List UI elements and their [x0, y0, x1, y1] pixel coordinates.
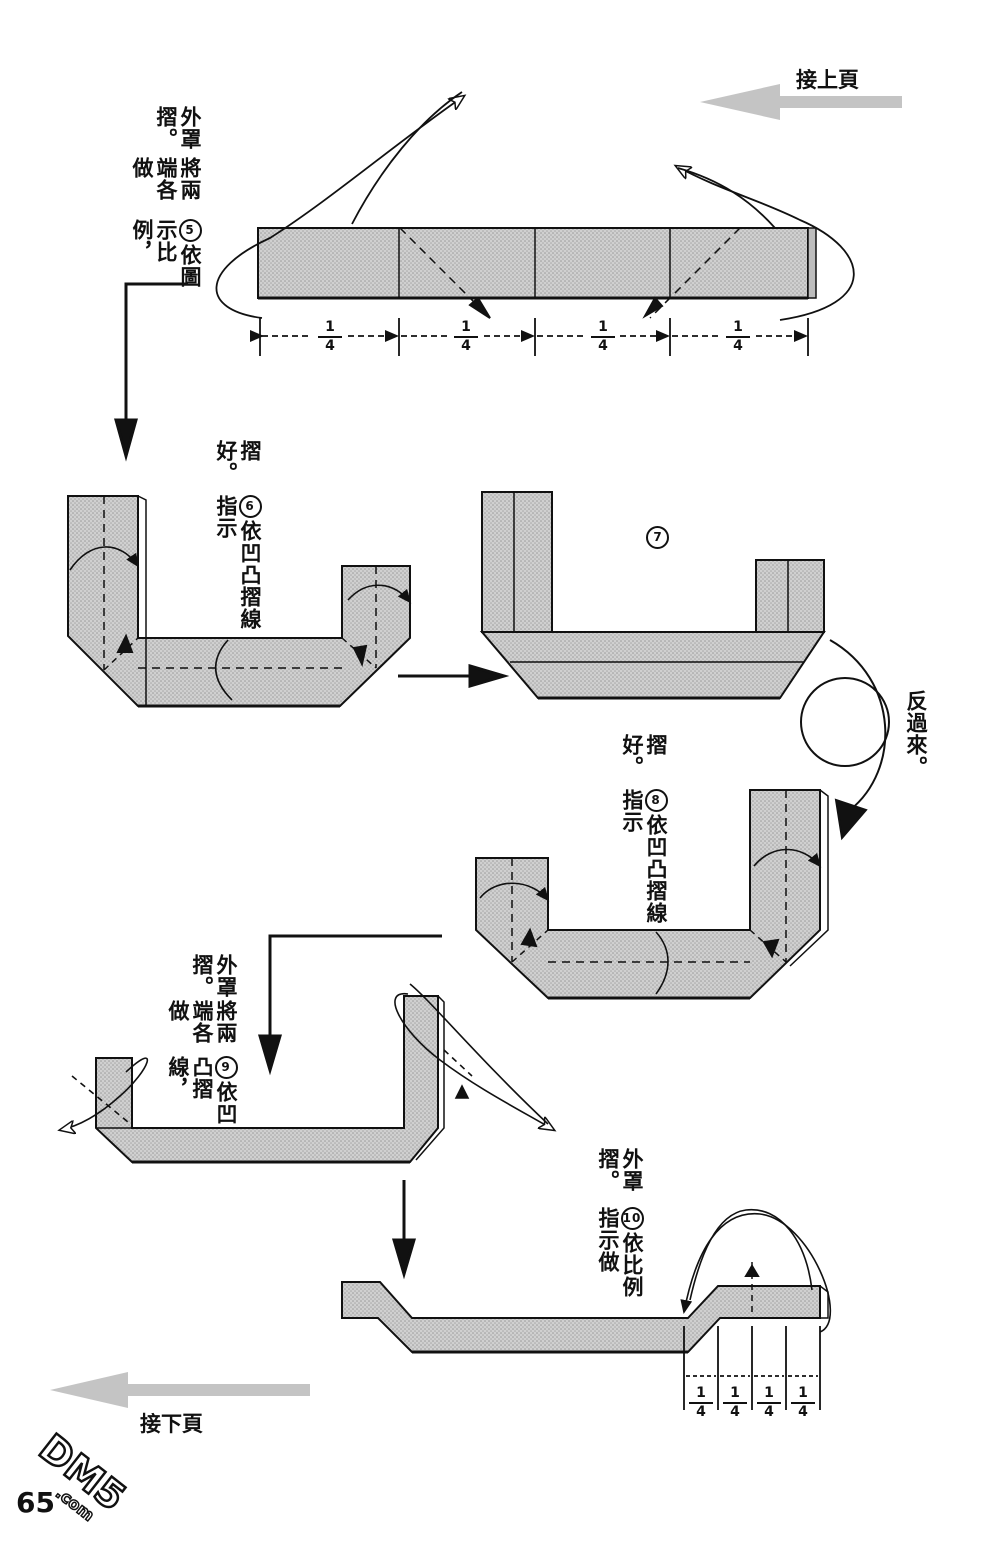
step6-shape	[67, 495, 411, 708]
flow-arrow-8-9	[257, 934, 442, 1076]
next-page-label: 接下頁	[140, 1412, 203, 1436]
step10-shape	[341, 1262, 829, 1354]
step5-line2: 將兩端各做	[130, 156, 202, 201]
prev-page-label: 接上頁	[796, 68, 859, 92]
step6-line1: 依凹凸摺線指示	[214, 495, 262, 631]
step6-line2: 摺好。	[214, 440, 262, 484]
step8-line2: 摺好。	[620, 734, 668, 778]
step7-shape	[479, 491, 826, 700]
step8-number: 8	[644, 789, 668, 813]
step8-instructions: 8依凹凸摺線指示 摺好。	[620, 734, 668, 934]
step10-measure	[683, 1326, 821, 1410]
dm5-logo: DM5 .com	[30, 1428, 135, 1526]
flip-label: 反過來。	[904, 690, 928, 778]
flow-arrow-9-10	[391, 1180, 417, 1280]
flip-arrow	[800, 639, 890, 841]
step8-line1: 依凹凸摺線指示	[620, 789, 668, 925]
step6-fold-arrows	[69, 546, 412, 701]
flow-arrow-5-6	[114, 282, 188, 462]
next-page-arrow	[50, 1372, 310, 1408]
step10-instructions: 10依比例指示做 外罩摺。	[596, 1148, 644, 1308]
step6-number: 6	[238, 495, 262, 519]
step5-instructions: 5依圖示比例， 將兩端各做 外罩摺。	[130, 106, 202, 306]
step9-instructions: 9依凹凸摺線， 將兩端各做 外罩摺。	[166, 954, 238, 1134]
step10-line1: 依比例指示做	[596, 1206, 644, 1298]
page-number: 65	[16, 1486, 55, 1519]
step10-fold-arrows	[680, 1208, 832, 1333]
step9-number: 9	[214, 1056, 238, 1080]
step5-line1: 依圖示比例，	[130, 219, 202, 289]
step9-line3: 外罩摺。	[190, 954, 238, 998]
step5-measure	[250, 318, 809, 356]
step7-label: 7	[646, 526, 669, 551]
flow-arrow-6-7	[398, 663, 510, 689]
step9-line1: 依凹凸摺線，	[166, 1056, 238, 1126]
step5-fold-arrows	[215, 91, 855, 321]
step8-shape	[475, 789, 829, 1000]
step9-shape	[95, 995, 445, 1164]
step5-line3: 外罩摺。	[154, 106, 202, 150]
step9-line2: 將兩端各做	[166, 1000, 238, 1044]
step10-number: 10	[620, 1206, 644, 1230]
step8-fold-arrows	[479, 848, 822, 995]
step10-line2: 外罩摺。	[596, 1148, 644, 1192]
step5-number: 5	[178, 219, 202, 243]
step7-number: 7	[646, 526, 669, 549]
step9-fold-arrows	[60, 983, 554, 1130]
step5-strip	[257, 227, 817, 319]
prev-page-arrow	[700, 84, 902, 120]
step6-instructions: 6依凹凸摺線指示 摺好。	[214, 440, 262, 640]
